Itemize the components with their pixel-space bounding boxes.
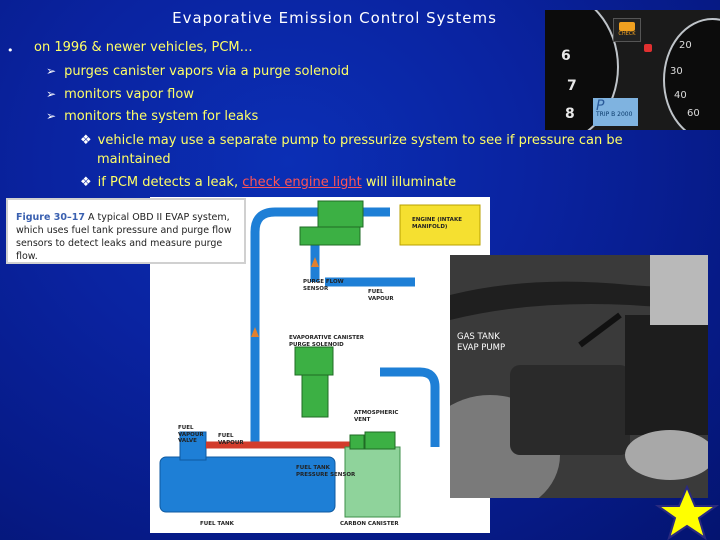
fuel-vapour-valve-shape	[179, 431, 207, 461]
star-icon[interactable]	[654, 485, 720, 540]
engine-box	[399, 204, 481, 246]
vapor-pipe-right	[380, 367, 440, 447]
check-engine-light-link[interactable]: check engine light	[242, 175, 362, 190]
label-atmospheric-vent: ATMOSPHERIC VENT	[354, 410, 399, 423]
figure-caption: Figure 30–17 A typical OBD II EVAP syste…	[6, 198, 246, 264]
arrow-bullet-icon: ➢	[46, 87, 57, 101]
sub-bullet-3: ➢ monitors the system for leaks	[46, 109, 258, 124]
label-fuel-vapour-valve: FUEL VAPOUR VALVE	[178, 425, 204, 444]
diamond-bullet-icon: ❖	[80, 175, 92, 190]
speed-number: 30	[670, 66, 683, 77]
speed-number: 40	[674, 90, 687, 101]
sub-sub-bullet-2-pre: if PCM detects a leak,	[97, 175, 243, 190]
vapor-pipe-left	[250, 207, 325, 347]
label-fuel-tank: FUEL TANK	[200, 521, 234, 527]
lcd-gear: P	[596, 98, 605, 114]
evap-system-diagram: ENGINE (INTAKE MANIFOLD) PURGE FLOW SENS…	[150, 197, 490, 533]
slide-title: Evaporative Emission Control Systems	[172, 9, 497, 27]
tach-number: 6	[561, 48, 571, 64]
tank-pressure-sensor-shape	[349, 434, 365, 450]
flow-arrow-icon	[251, 327, 259, 337]
label-fuel-vapour-2: FUEL VAPOUR	[218, 433, 244, 446]
purge-valve-shape	[317, 200, 364, 228]
carbon-canister-shape	[344, 446, 401, 518]
speed-number: 60	[687, 108, 700, 119]
sub-sub-bullet-1-cont: maintained	[97, 152, 171, 167]
panel-shape	[650, 255, 708, 325]
purge-solenoid-shape	[294, 346, 334, 376]
lcd-display: P TRIP B 2000	[593, 98, 638, 126]
photo-drawing	[450, 255, 708, 498]
arrow-bullet-icon: ➢	[46, 64, 57, 78]
photo-label: GAS TANK EVAP PUMP	[457, 332, 506, 353]
purge-flow-sensor-shape	[299, 226, 361, 246]
sub-bullet-1: ➢ purges canister vapors via a purge sole…	[46, 64, 349, 79]
check-engine-icon: CHECK	[613, 18, 641, 42]
figure-number: Figure 30–17	[16, 212, 85, 223]
purge-solenoid-body	[301, 374, 329, 418]
diagram-drawing	[159, 200, 481, 518]
label-engine: ENGINE (INTAKE MANIFOLD)	[412, 217, 462, 230]
sub-bullet-3-text: monitors the system for leaks	[64, 109, 259, 124]
speed-number: 20	[679, 40, 692, 51]
dashboard-photo: 6 7 8 20 30 40 60 CHECK P TRIP B 2000	[545, 10, 720, 130]
sub-sub-bullet-1: ❖ vehicle may use a separate pump to pres…	[80, 133, 623, 148]
label-purge-flow-sensor: PURGE FLOW SENSOR	[303, 279, 344, 292]
label-fuel-vapour: FUEL VAPOUR	[368, 289, 394, 302]
atmospheric-vent-shape	[364, 431, 396, 450]
tach-number: 8	[565, 106, 575, 122]
label-tank-pressure-sensor: FUEL TANK PRESSURE SENSOR	[296, 465, 356, 478]
sub-bullet-2-text: monitors vapor flow	[64, 87, 194, 102]
lcd-text: TRIP B 2000	[596, 111, 633, 118]
pump-body-shape	[510, 365, 630, 455]
sub-bullet-2: ➢ monitors vapor flow	[46, 87, 194, 102]
bracket-shape	[625, 315, 708, 435]
flow-arrow-icon	[311, 257, 319, 267]
wire-shape	[578, 312, 622, 348]
sub-sub-bullet-2: ❖ if PCM detects a leak, check engine lig…	[80, 175, 456, 190]
arrow-bullet-icon: ➢	[46, 109, 57, 123]
bullet-dot: •	[7, 44, 14, 57]
warning-light-icon	[644, 44, 652, 52]
fuel-tank-shape	[159, 456, 336, 513]
floor-shape	[625, 430, 708, 480]
tach-number: 7	[567, 78, 577, 94]
tachometer-gauge	[545, 10, 619, 130]
bullet-main: on 1996 & newer vehicles, PCM…	[34, 40, 253, 55]
hose-shape	[450, 281, 708, 320]
sub-sub-bullet-2-post: will illuminate	[361, 175, 457, 190]
figure-caption-text: A typical OBD II EVAP system, which uses…	[16, 212, 232, 262]
evap-pump-photo: GAS TANK EVAP PUMP	[450, 255, 708, 498]
sub-bullet-1-text: purges canister vapors via a purge solen…	[64, 64, 350, 79]
label-purge-solenoid: EVAPORATIVE CANISTER PURGE SOLENOID	[289, 335, 365, 348]
sub-sub-bullet-1-text: vehicle may use a separate pump to press…	[97, 133, 623, 148]
diamond-bullet-icon: ❖	[80, 133, 92, 148]
label-carbon-canister: CARBON CANISTER	[340, 521, 399, 527]
